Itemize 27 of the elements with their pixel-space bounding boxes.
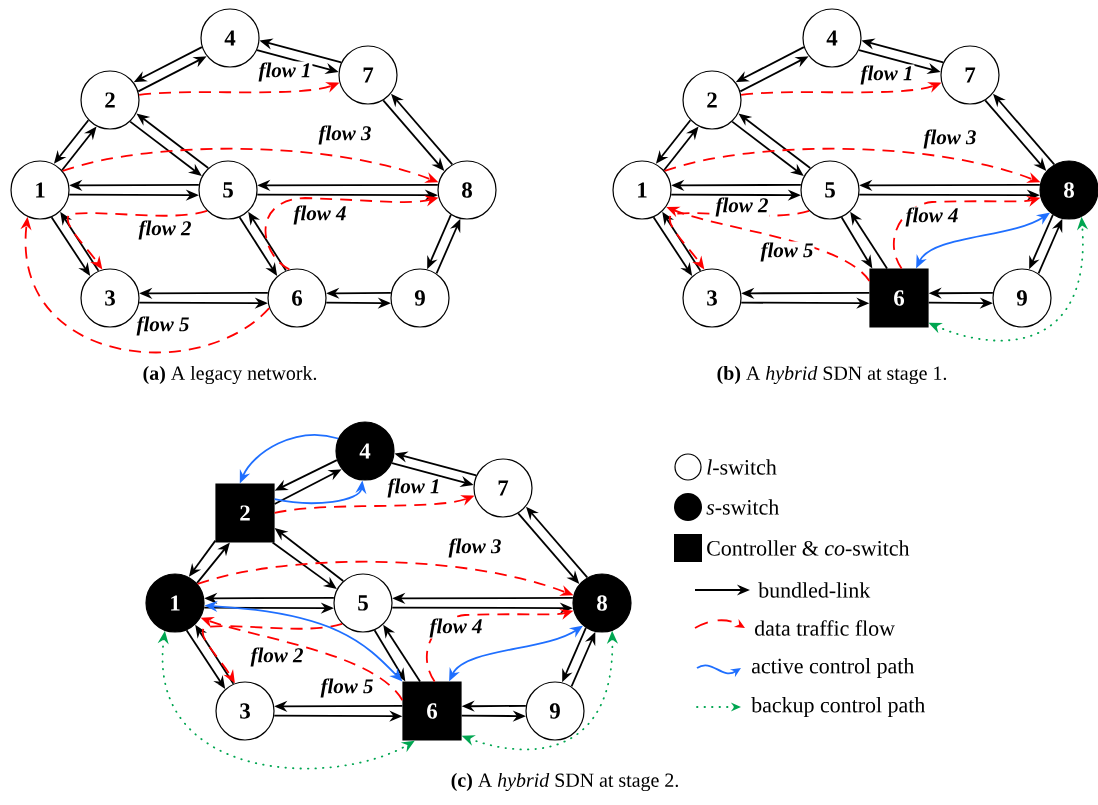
controller-square: 2 — [215, 483, 275, 543]
edge-label: flow 3 — [447, 537, 503, 559]
edge-label: flow 1 — [257, 61, 313, 83]
legend-label: l-switch — [707, 459, 777, 475]
edge-label: flow 2 — [249, 646, 305, 668]
legend-label: data traffic flow — [755, 620, 895, 636]
legend-label: s-switch — [706, 499, 779, 515]
edge-label: flow 5 — [759, 241, 815, 263]
legend-label: active control path — [751, 658, 915, 678]
legend-label: bundled-link — [758, 582, 871, 598]
edge-label: flow 1 — [386, 477, 442, 499]
edge-label: flow 3 — [922, 128, 978, 150]
caption: (b) A hybrid SDN at stage 1. — [717, 365, 947, 385]
edge-label: flow 2 — [714, 196, 770, 218]
edge-label: flow 5 — [319, 677, 375, 699]
edge-label: flow 3 — [317, 124, 373, 146]
edge-label: flow 2 — [137, 219, 193, 241]
edge-label: flow 4 — [428, 617, 484, 639]
caption: (c) A hybrid SDN at stage 2. — [451, 772, 678, 792]
legend-label: backup control path — [751, 697, 925, 717]
caption: (a) A legacy network. — [143, 365, 317, 385]
controller-square: 6 — [869, 268, 929, 328]
edge-label: flow 4 — [292, 204, 348, 226]
edge-label: flow 4 — [904, 206, 960, 228]
legend-label: Controller & co-switch — [707, 540, 910, 556]
controller-square: 6 — [402, 681, 462, 741]
edge-label: flow 1 — [859, 64, 915, 86]
